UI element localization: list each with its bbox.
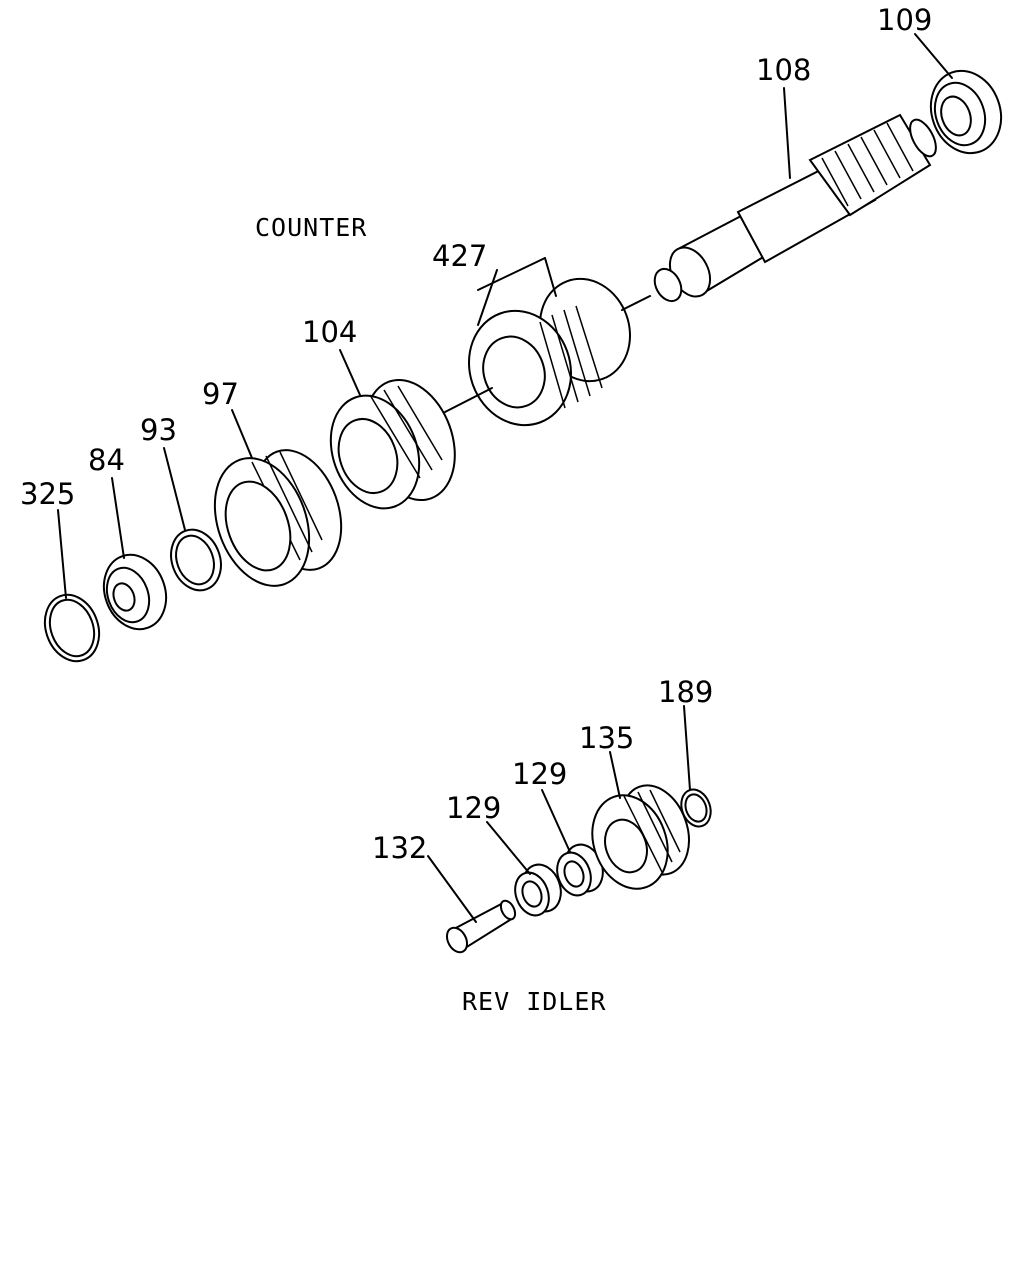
gear-427 [467,277,632,427]
callout-108: 108 [756,53,811,87]
idler-gear-135 [591,784,690,890]
callout-189: 189 [658,675,713,709]
leader-lines-rev-idler [427,705,691,923]
snap-ring-93 [170,528,222,592]
section-title-counter: COUNTER [255,213,367,242]
callout-325: 325 [20,477,75,511]
callout-104: 104 [302,315,357,349]
bearing-109 [929,69,1003,155]
callout-427: 427 [432,239,487,273]
callout-129-right: 129 [512,757,567,791]
callout-97: 97 [202,377,239,411]
bearing-84 [102,553,168,631]
section-title-rev-idler: REV IDLER [462,987,606,1016]
idler-shaft-132 [445,899,517,954]
axis-line-427-108 [621,295,651,311]
leader-lines-counter [57,33,953,599]
gear-97 [213,449,343,587]
gear-104 [329,378,456,510]
callout-93: 93 [140,413,177,447]
callout-132: 132 [372,831,427,865]
callout-109: 109 [877,3,932,37]
ring-325 [43,593,101,663]
countershaft-108 [653,113,937,303]
callout-135: 135 [579,721,634,755]
callout-84: 84 [88,443,125,477]
axis-line-104-427 [444,387,493,413]
snap-ring-189 [680,788,712,828]
callout-129-left: 129 [446,791,501,825]
